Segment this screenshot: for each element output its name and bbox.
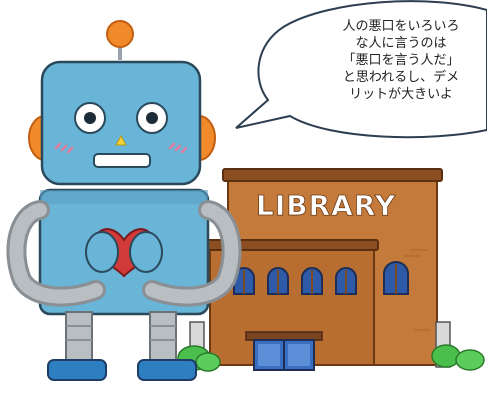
speech-bubble-text: 人の悪口をいろいろ な人に言うのは 「悪口を言う人だ」 と思われるし、デメ リッ…: [306, 18, 487, 103]
speech-line: 人の悪口をいろいろ: [342, 19, 460, 34]
building-windows: [233, 261, 409, 295]
library-building-illustration: LIBRARY: [177, 168, 485, 372]
speech-line: な人に言うのは: [355, 36, 447, 51]
robot-arms: [6, 200, 242, 307]
robot-illustration: [6, 20, 242, 381]
speech-line: と思われるし、デメ: [342, 70, 460, 85]
speech-bubble: [235, 0, 487, 139]
speech-line: リットが大きいよ: [349, 87, 453, 102]
library-sign: LIBRARY: [256, 189, 396, 222]
speech-line: 「悪口を言う人だ」: [342, 53, 460, 68]
